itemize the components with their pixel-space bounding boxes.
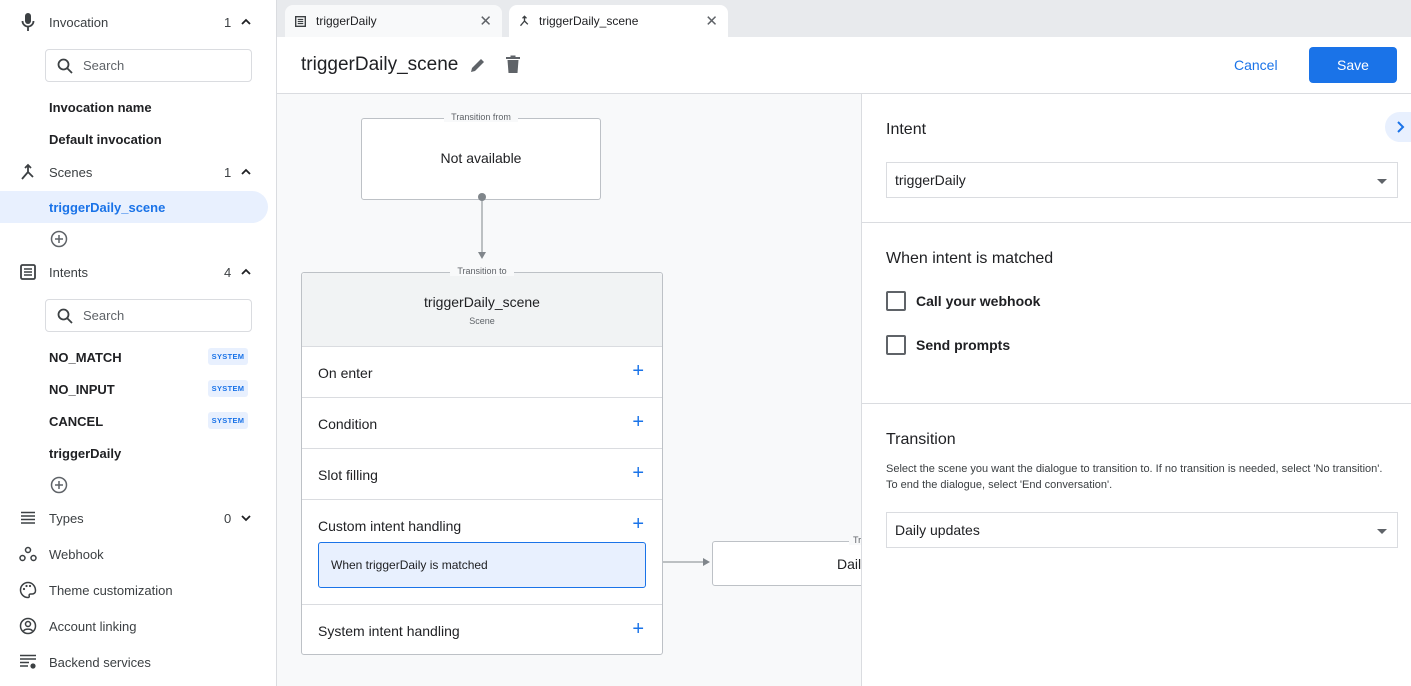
chevron-down-icon[interactable]	[240, 512, 252, 524]
system-badge: SYSTEM	[208, 380, 248, 397]
scene-header: triggerDaily_scene Cancel Save	[277, 37, 1411, 94]
sidebar-section-invocation[interactable]: Invocation 1	[0, 6, 276, 38]
condition-row[interactable]: Condition+	[302, 397, 662, 448]
scene-canvas: Transition from Not available Transition…	[277, 94, 861, 686]
scene-node: Transition to triggerDaily_scene Scene O…	[301, 266, 663, 655]
sidebar-item-triggerdaily-scene[interactable]: triggerDaily_scene	[0, 191, 268, 223]
send-prompts-checkbox[interactable]: Send prompts	[886, 335, 1010, 355]
invocation-search-input[interactable]: Search	[45, 49, 252, 82]
search-icon	[57, 58, 73, 74]
chevron-up-icon[interactable]	[240, 266, 252, 278]
delete-icon[interactable]	[505, 55, 521, 74]
intent-icon	[295, 15, 306, 27]
backend-services-icon	[18, 652, 38, 672]
scene-name: triggerDaily_scene	[424, 294, 540, 310]
cancel-button[interactable]: Cancel	[1234, 57, 1278, 73]
system-badge: SYSTEM	[208, 412, 248, 429]
collapse-panel-button[interactable]	[1385, 112, 1411, 142]
scene-icon	[18, 162, 38, 182]
system-intent-handling-row[interactable]: System intent handling+	[302, 604, 662, 655]
call-webhook-checkbox[interactable]: Call your webhook	[886, 291, 1040, 311]
tab-triggerdaily-scene[interactable]: triggerDaily_scene ✕	[509, 5, 728, 37]
add-icon[interactable]: +	[632, 360, 644, 382]
transition-target-node[interactable]: Tr Dail	[712, 535, 861, 586]
sidebar-item-intent[interactable]: CANCEL	[49, 414, 104, 429]
sidebar-item-theme-customization[interactable]: Theme customization	[0, 574, 276, 606]
close-tab-icon[interactable]: ✕	[705, 13, 718, 30]
add-icon[interactable]: +	[632, 411, 644, 433]
search-icon	[57, 308, 73, 324]
webhook-icon	[18, 544, 38, 564]
intents-search-input[interactable]: Search	[45, 299, 252, 332]
sidebar-item-intent[interactable]: NO_MATCH	[49, 350, 122, 365]
sidebar-item-invocation-name[interactable]: Invocation name	[49, 100, 152, 115]
tab-triggerdaily[interactable]: triggerDaily ✕	[285, 5, 502, 37]
dropdown-arrow-icon	[1377, 179, 1387, 184]
edit-icon[interactable]	[469, 56, 487, 74]
add-intent-icon[interactable]	[50, 476, 68, 494]
sidebar-section-types[interactable]: Types 0	[0, 502, 276, 534]
palette-icon	[18, 580, 38, 600]
page-title: triggerDaily_scene	[301, 54, 459, 75]
intent-details-panel: Intent triggerDaily When intent is match…	[861, 94, 1411, 686]
sidebar-item-default-invocation[interactable]: Default invocation	[49, 132, 162, 147]
add-icon[interactable]: +	[632, 618, 644, 640]
intent-handler-item[interactable]: When triggerDaily is matched	[318, 542, 646, 588]
sidebar-item-intent[interactable]: NO_INPUT	[49, 382, 115, 397]
sidebar-section-intents[interactable]: Intents 4	[0, 256, 276, 288]
chevron-up-icon[interactable]	[240, 16, 252, 28]
chevron-right-icon	[1397, 121, 1405, 133]
dropdown-arrow-icon	[1377, 529, 1387, 534]
add-scene-icon[interactable]	[50, 230, 68, 248]
account-circle-icon	[18, 616, 38, 636]
slot-filling-row[interactable]: Slot filling+	[302, 448, 662, 499]
system-badge: SYSTEM	[208, 348, 248, 365]
add-icon[interactable]: +	[632, 462, 644, 484]
transition-select[interactable]: Daily updates	[886, 512, 1398, 548]
intent-icon	[18, 262, 38, 282]
sidebar-item-webhook[interactable]: Webhook	[0, 538, 276, 570]
types-icon	[18, 508, 38, 528]
save-button[interactable]: Save	[1309, 47, 1397, 83]
scene-icon	[519, 15, 529, 27]
on-enter-row[interactable]: On enter+	[302, 346, 662, 397]
sidebar-item-backend-services[interactable]: Backend services	[0, 646, 276, 678]
add-icon[interactable]: +	[632, 513, 644, 535]
intent-select[interactable]: triggerDaily	[886, 162, 1398, 198]
tab-bar: triggerDaily ✕ triggerDaily_scene ✕	[277, 0, 1411, 37]
sidebar-item-account-linking[interactable]: Account linking	[0, 610, 276, 642]
chevron-up-icon[interactable]	[240, 166, 252, 178]
sidebar-section-scenes[interactable]: Scenes 1	[0, 156, 276, 188]
sidebar-item-intent[interactable]: triggerDaily	[49, 446, 122, 461]
close-tab-icon[interactable]: ✕	[479, 13, 492, 30]
custom-intent-handling-row[interactable]: Custom intent handling+ When triggerDail…	[302, 499, 662, 604]
sidebar: Invocation 1 Search Invocation name Defa…	[0, 0, 277, 686]
microphone-icon	[18, 12, 38, 32]
